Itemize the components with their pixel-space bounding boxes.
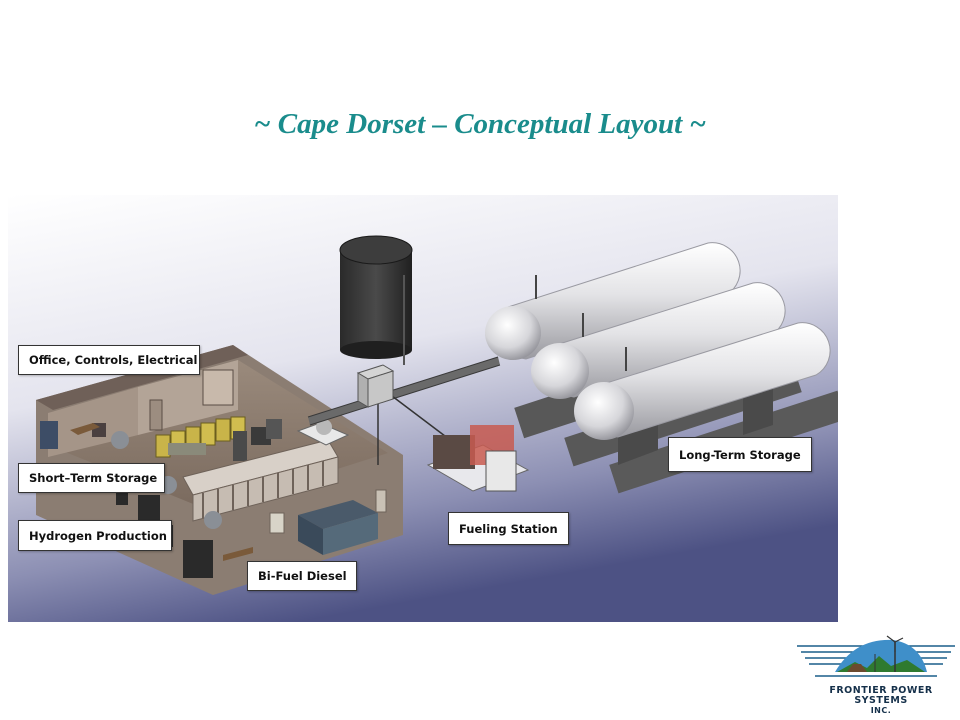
control-panel <box>356 364 395 408</box>
callout-label: Fueling Station <box>459 521 558 536</box>
hydrogen-electrolyzers <box>182 439 339 522</box>
callout-office-controls-electrical: Office, Controls, Electrical <box>18 345 200 375</box>
callout-hydrogen-production: Hydrogen Production <box>18 520 172 551</box>
logo-line-2: Systems <box>854 695 908 706</box>
long-term-storage-tanks <box>485 242 838 494</box>
callout-bi-fuel-diesel: Bi-Fuel Diesel <box>247 561 357 591</box>
callout-label: Hydrogen Production <box>29 528 167 543</box>
callout-long-term-storage: Long-Term Storage <box>668 437 812 472</box>
callout-label: Bi-Fuel Diesel <box>258 569 347 583</box>
callout-label: Office, Controls, Electrical <box>29 353 198 367</box>
logo-wordmark: Frontier Power Systems Inc. <box>816 686 946 716</box>
hydrogen-pipeline <box>307 356 501 468</box>
slide-title: ~ Cape Dorset – Conceptual Layout ~ <box>254 108 706 140</box>
frontier-power-logo <box>797 635 955 677</box>
storage-silo <box>339 235 413 365</box>
callout-label: Long-Term Storage <box>679 447 801 462</box>
callout-fueling-station: Fueling Station <box>448 512 569 545</box>
logo-line-3: Inc. <box>870 706 892 715</box>
callout-short-term-storage: Short–Term Storage <box>18 463 165 493</box>
callout-label: Short–Term Storage <box>29 471 158 485</box>
conceptual-layout-diagram <box>8 195 838 622</box>
logo-line-1: Frontier Power <box>829 685 933 696</box>
bi-fuel-diesel-generator <box>298 500 378 555</box>
fueling-station <box>426 425 530 492</box>
